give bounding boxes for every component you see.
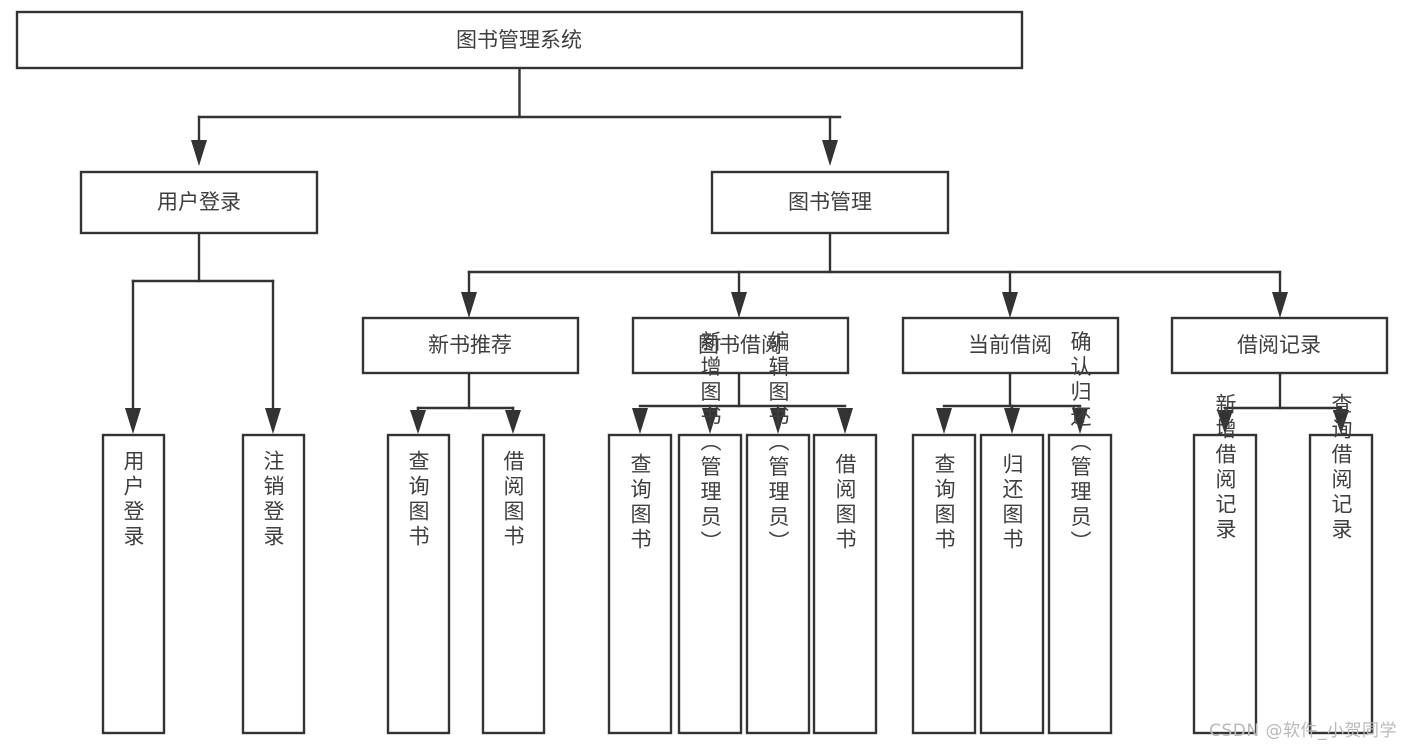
arrow-new-book-l2-icon: [505, 410, 521, 434]
leaf-user-login-2[interactable]: 注销登录: [241, 433, 306, 735]
arrow-borrow-record-l1-icon: [1217, 410, 1233, 434]
leaf-user-login-1-box[interactable]: [101, 433, 166, 735]
leaf-current-borrow-1[interactable]: 查询图书: [911, 433, 977, 735]
leaf-book-borrow-4-label: 借阅图书: [833, 453, 857, 553]
arrow-book-borrow-l2-icon: [702, 408, 718, 434]
arrow-root-to-user-login-icon: [191, 140, 207, 166]
leaf-current-borrow-3-label: 确认归还（管理员）: [1068, 331, 1092, 556]
node-book-management-box[interactable]: [710, 170, 950, 235]
node-book-borrow[interactable]: 图书借阅: [631, 316, 850, 375]
leaf-borrow-record-2-box[interactable]: [1308, 433, 1374, 735]
leaf-current-borrow-1-label: 查询图书: [932, 453, 956, 553]
leaf-borrow-record-1[interactable]: 新增借阅记录: [1192, 393, 1258, 735]
leaf-current-borrow-3-box[interactable]: [1047, 433, 1113, 735]
arrow-book-borrow-l4-icon: [837, 408, 853, 434]
leaf-user-login-1-label: 用户登录: [121, 450, 145, 550]
node-user-login[interactable]: 用户登录: [79, 170, 319, 235]
leaf-book-borrow-1-box[interactable]: [607, 433, 673, 735]
leaf-book-borrow-4-box[interactable]: [812, 433, 878, 735]
leaf-current-borrow-2-label: 归还图书: [1000, 453, 1024, 553]
leaf-new-book-1-box[interactable]: [386, 433, 451, 735]
arrow-root-to-book-mgmt-icon: [822, 140, 838, 166]
leaf-user-login-2-label: 注销登录: [261, 450, 285, 550]
arrow-book-borrow-l3-icon: [770, 408, 786, 434]
leaf-current-borrow-2[interactable]: 归还图书: [979, 433, 1045, 735]
leaf-book-borrow-3[interactable]: 编辑图书（管理员）: [745, 331, 811, 735]
leaf-new-book-1[interactable]: 查询图书: [386, 433, 451, 735]
arrow-book-mgmt-c1-icon: [461, 292, 477, 318]
node-borrow-record-box[interactable]: [1170, 316, 1389, 375]
leaf-user-login-2-box[interactable]: [241, 433, 306, 735]
leaf-book-borrow-1-label: 查询图书: [628, 453, 652, 553]
leaf-borrow-record-2-label: 查询借阅记录: [1329, 393, 1353, 543]
arrow-book-borrow-l1-icon: [632, 408, 648, 434]
node-new-book-recommend[interactable]: 新书推荐: [361, 316, 580, 375]
arrow-current-borrow-l2-icon: [1004, 408, 1020, 434]
node-current-borrow[interactable]: 当前借阅: [901, 316, 1120, 375]
arrow-new-book-l1-icon: [410, 410, 426, 434]
node-current-borrow-box[interactable]: [901, 316, 1120, 375]
node-root-box[interactable]: [15, 10, 1024, 70]
node-book-management-label: 图书管理: [788, 190, 872, 214]
leaf-current-borrow-1-box[interactable]: [911, 433, 977, 735]
leaf-current-borrow-2-box[interactable]: [979, 433, 1045, 735]
node-borrow-record[interactable]: 借阅记录: [1170, 316, 1389, 375]
leaf-book-borrow-3-label: 编辑图书（管理员）: [766, 331, 790, 556]
leaf-book-borrow-2[interactable]: 新增图书（管理员）: [677, 331, 743, 735]
node-current-borrow-label: 当前借阅: [968, 333, 1052, 357]
leaf-new-book-2-box[interactable]: [481, 433, 546, 735]
leaf-user-login-1[interactable]: 用户登录: [101, 433, 166, 735]
leaf-borrow-record-1-box[interactable]: [1192, 433, 1258, 735]
connectors-layer: [125, 66, 1349, 434]
leaf-book-borrow-2-box[interactable]: [677, 433, 743, 735]
node-user-login-box[interactable]: [79, 170, 319, 235]
arrow-current-borrow-l1-icon: [936, 408, 952, 434]
arrow-user-login-l2-icon: [265, 408, 281, 434]
node-new-book-recommend-box[interactable]: [361, 316, 580, 375]
node-borrow-record-label: 借阅记录: [1237, 333, 1321, 357]
arrow-book-mgmt-c4-icon: [1272, 292, 1288, 318]
leaf-current-borrow-3[interactable]: 确认归还（管理员）: [1047, 331, 1113, 735]
leaf-book-borrow-1[interactable]: 查询图书: [607, 433, 673, 735]
node-book-borrow-label: 图书借阅: [698, 333, 782, 357]
leaf-book-borrow-4[interactable]: 借阅图书: [812, 433, 878, 735]
arrow-user-login-l1-icon: [125, 408, 141, 434]
node-book-management[interactable]: 图书管理: [710, 170, 950, 235]
leaf-book-borrow-2-label: 新增图书（管理员）: [698, 331, 722, 556]
arrow-current-borrow-l3-icon: [1072, 408, 1088, 434]
node-root-label: 图书管理系统: [456, 28, 582, 52]
leaf-new-book-2[interactable]: 借阅图书: [481, 433, 546, 735]
leaf-borrow-record-2[interactable]: 查询借阅记录: [1308, 393, 1374, 735]
arrow-book-mgmt-c2-icon: [731, 292, 747, 318]
leaf-new-book-2-label: 借阅图书: [501, 450, 525, 550]
node-new-book-recommend-label: 新书推荐: [428, 333, 512, 357]
node-root[interactable]: 图书管理系统: [15, 10, 1024, 70]
node-user-login-label: 用户登录: [157, 190, 241, 214]
leaf-new-book-1-label: 查询图书: [406, 450, 430, 550]
leaf-borrow-record-1-label: 新增借阅记录: [1213, 393, 1237, 543]
arrow-book-mgmt-c3-icon: [1002, 292, 1018, 318]
arrow-borrow-record-l2-icon: [1333, 410, 1349, 434]
leaf-book-borrow-3-box[interactable]: [745, 433, 811, 735]
node-book-borrow-box[interactable]: [631, 316, 850, 375]
